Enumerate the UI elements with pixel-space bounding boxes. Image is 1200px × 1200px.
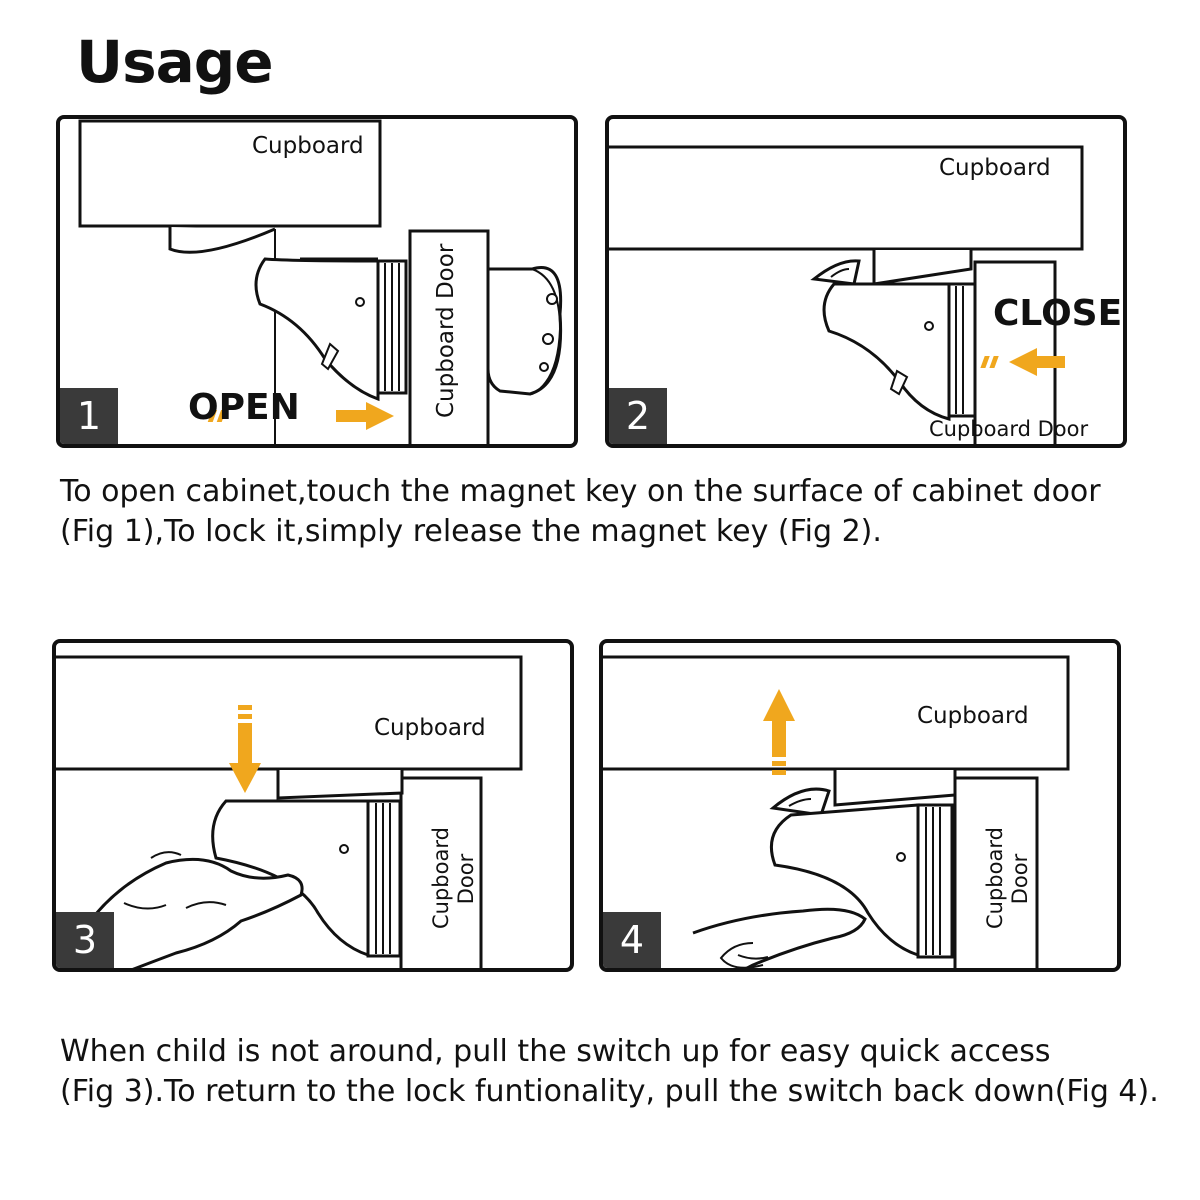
- lock-open-illustration: [78, 119, 563, 444]
- cupboard-door-label: Cupboard Door: [433, 243, 459, 418]
- cupboard-door-label-line1: Cupboard: [429, 827, 453, 929]
- cupboard-label: Cupboard: [917, 703, 1029, 729]
- close-label: CLOSE: [993, 293, 1123, 334]
- open-label: OPEN: [188, 387, 300, 428]
- figure-number-badge: 1: [60, 388, 118, 444]
- cupboard-label: Cupboard: [939, 155, 1051, 181]
- switch-down-illustration: [56, 655, 523, 968]
- caption-bottom: When child is not around, pull the switc…: [60, 1032, 1180, 1112]
- figure-panel-1: Cupboard Cupboard Door OPEN 1: [56, 115, 578, 448]
- figure-number-badge: 3: [56, 912, 114, 968]
- caption-line: (Fig 3).To return to the lock funtionali…: [60, 1074, 1159, 1109]
- caption-line: To open cabinet,touch the magnet key on …: [60, 474, 1101, 509]
- switch-up-illustration: [603, 655, 1070, 968]
- lock-close-illustration: [609, 145, 1084, 444]
- cupboard-door-label: Cupboard Door: [929, 417, 1089, 441]
- caption-line: When child is not around, pull the switc…: [60, 1034, 1051, 1069]
- cupboard-label: Cupboard: [374, 715, 486, 741]
- cupboard-door-label-line2: Door: [1008, 853, 1032, 905]
- figure-number-badge: 4: [603, 912, 661, 968]
- figure-number-badge: 2: [609, 388, 667, 444]
- cupboard-label: Cupboard: [252, 133, 364, 159]
- caption-top: To open cabinet,touch the magnet key on …: [60, 472, 1180, 552]
- caption-line: (Fig 1),To lock it,simply release the ma…: [60, 514, 882, 549]
- page-title: Usage: [76, 28, 274, 96]
- figure-panel-4: Cupboard Cupboard Door 4: [599, 639, 1121, 972]
- figure-panel-3: Cupboard Cupboard Door 3: [52, 639, 574, 972]
- cupboard-door-label-line1: Cupboard: [983, 827, 1007, 929]
- cupboard-door-label-line2: Door: [454, 853, 478, 905]
- figure-panel-2: Cupboard CLOSE Cupboard Door 2: [605, 115, 1127, 448]
